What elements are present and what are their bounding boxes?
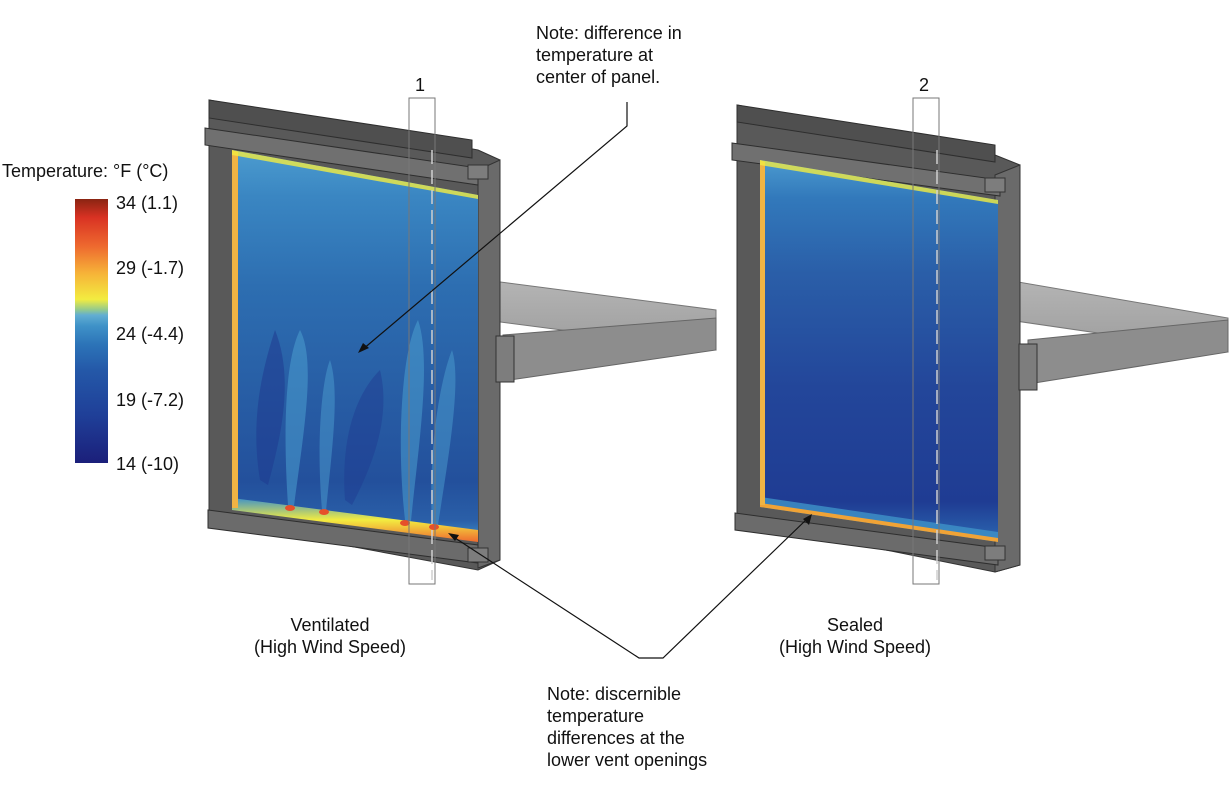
legend-colorbar [75, 199, 108, 463]
leader-lines [358, 102, 812, 659]
vent-hotspot [319, 509, 329, 515]
section-number-2: 2 [919, 75, 930, 95]
caption-sealed-line1: Sealed [826, 615, 884, 635]
dark-core [256, 330, 285, 485]
frame-connector [467, 164, 489, 180]
dark-core [344, 370, 384, 505]
legend-tick-label: 19 (-7.2) [116, 390, 185, 410]
legend-tick-label: 24 (-4.4) [116, 324, 185, 344]
vent-hotspot [400, 520, 410, 526]
frame-connector [467, 547, 489, 563]
temperature-panel-sealed [760, 160, 998, 540]
color-legend [75, 199, 108, 463]
note-line: differences at the [547, 728, 685, 748]
note-center-of-panel: Note: difference in temperature at cente… [536, 22, 682, 88]
note-line: temperature [547, 706, 645, 726]
caption-sealed: Sealed (High Wind Speed) [755, 614, 955, 658]
top-rail [736, 104, 996, 163]
section-number-1: 1 [415, 75, 426, 95]
vent-note-leader-right [651, 517, 809, 659]
frame-connector [984, 545, 1006, 561]
section-plane-2 [912, 97, 940, 585]
center-note-leader [361, 102, 628, 351]
vent-plume [431, 350, 456, 525]
note-line: center of panel. [536, 67, 661, 87]
vent-note-leader-left [451, 535, 651, 659]
center-note-arrowhead [358, 343, 369, 353]
note-line: Note: difference in [536, 23, 682, 43]
bottom-rail [734, 512, 999, 566]
frame-mullion-right [994, 164, 1021, 573]
legend-tick-label: 14 (-10) [116, 454, 180, 474]
caption-sealed-line2: (High Wind Speed) [778, 637, 932, 657]
top-rail-lip [731, 142, 1001, 197]
slab-connector [1018, 343, 1038, 391]
hot-edge-left [232, 150, 238, 508]
bottom-rail [207, 509, 479, 564]
note-line: temperature at [536, 45, 654, 65]
vent-plume [400, 320, 424, 521]
note-line: Note: discernible [547, 684, 682, 704]
vent-hotspot [429, 524, 439, 530]
floor-slab-edge [1027, 319, 1229, 385]
frame-connector [984, 177, 1006, 193]
hot-edge-left [760, 160, 765, 505]
caption-ventilated: Ventilated (High Wind Speed) [230, 614, 430, 658]
ventilated-assembly [204, 97, 717, 585]
vent-note-arrowhead-left [448, 533, 459, 541]
hot-edge-top [232, 150, 478, 199]
vent-plume [319, 360, 335, 511]
vent-hotspot [285, 505, 295, 511]
top-rail [208, 99, 473, 159]
legend-tick-label: 34 (1.1) [116, 193, 179, 213]
slab-connector [495, 335, 515, 383]
note-line: lower vent openings [547, 750, 708, 770]
note-vent-openings: Note: discernible temperature difference… [547, 683, 707, 771]
floor-slab-edge [502, 317, 717, 382]
vent-note-arrowhead-right [803, 514, 812, 525]
caption-ventilated-line1: Ventilated [290, 615, 370, 635]
legend-tick-label: 29 (-1.7) [116, 258, 185, 278]
sealed-assembly [731, 97, 1229, 585]
vent-plume [285, 330, 308, 506]
section-plane-1 [408, 97, 436, 585]
legend-title: Temperature: °F (°C) [2, 161, 169, 181]
caption-ventilated-line2: (High Wind Speed) [253, 637, 407, 657]
top-rail-lip [204, 127, 479, 186]
